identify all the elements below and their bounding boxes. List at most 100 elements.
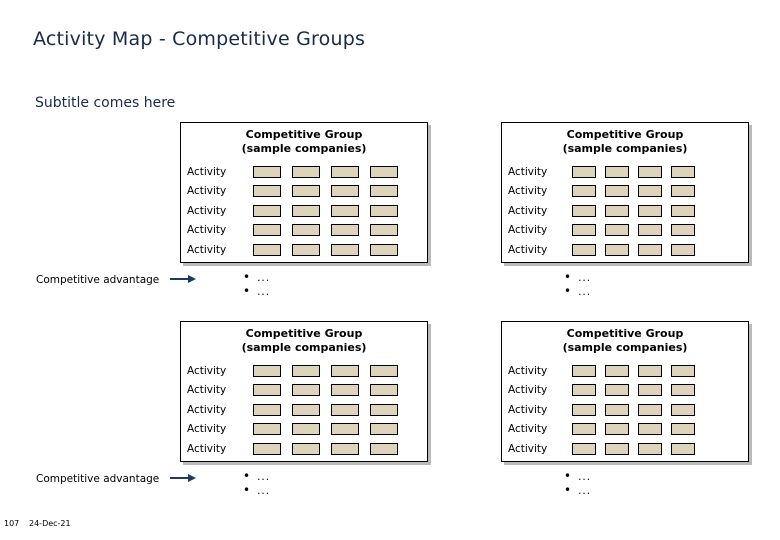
activity-cell[interactable] [638,423,662,436]
activity-label: Activity [187,204,227,217]
activity-cell[interactable] [572,423,596,436]
activity-cell[interactable] [253,442,281,455]
activity-cell[interactable] [671,224,695,237]
activity-cell[interactable] [292,243,320,256]
panel-1-rows: Activity Activity Activity [181,162,427,260]
activity-cell[interactable] [370,442,398,455]
activity-cell[interactable] [605,185,629,198]
activity-cell[interactable] [572,403,596,416]
activity-cell[interactable] [370,423,398,436]
activity-cell[interactable] [605,224,629,237]
page-subtitle: Subtitle comes here [35,95,176,111]
activity-cell[interactable] [671,364,695,377]
activity-cell[interactable] [331,204,359,217]
bullet-dot-icon: • [243,284,251,298]
activity-cell[interactable] [671,442,695,455]
activity-cell[interactable] [331,185,359,198]
activity-cell[interactable] [671,403,695,416]
activity-cell[interactable] [605,442,629,455]
list-item: •... [243,285,270,299]
activity-cell[interactable] [253,364,281,377]
activity-cell[interactable] [331,165,359,178]
activity-row: Activity [502,439,748,459]
activity-cell[interactable] [605,423,629,436]
activity-cell[interactable] [292,423,320,436]
activity-cell[interactable] [671,423,695,436]
activity-cell[interactable] [370,364,398,377]
activity-cell[interactable] [331,243,359,256]
activity-cell[interactable] [370,185,398,198]
activity-cell[interactable] [638,442,662,455]
activity-cell[interactable] [331,403,359,416]
activity-cell[interactable] [253,185,281,198]
competitive-group-panel-4[interactable]: Competitive Group (sample companies) Act… [501,321,749,462]
activity-cell[interactable] [671,384,695,397]
activity-cell[interactable] [253,204,281,217]
activity-cell[interactable] [331,384,359,397]
activity-cell[interactable] [572,442,596,455]
activity-cell[interactable] [572,364,596,377]
activity-cell[interactable] [572,243,596,256]
activity-cell[interactable] [292,403,320,416]
activity-cell[interactable] [370,403,398,416]
activity-cell[interactable] [671,243,695,256]
activity-cell[interactable] [292,442,320,455]
activity-cell[interactable] [253,403,281,416]
activity-cell[interactable] [605,384,629,397]
activity-cell[interactable] [331,224,359,237]
activity-cell[interactable] [253,243,281,256]
activity-cells [253,423,409,436]
activity-cell[interactable] [638,224,662,237]
competitive-group-panel-2[interactable]: Competitive Group (sample companies) Act… [501,122,749,263]
activity-label: Activity [508,384,548,397]
activity-cells [572,185,704,198]
activity-cell[interactable] [253,384,281,397]
activity-cell[interactable] [370,224,398,237]
activity-cell[interactable] [638,364,662,377]
activity-cell[interactable] [572,185,596,198]
activity-cell[interactable] [638,403,662,416]
activity-cell[interactable] [370,165,398,178]
activity-cell[interactable] [331,364,359,377]
activity-cell[interactable] [605,364,629,377]
activity-cell[interactable] [605,403,629,416]
activity-cell[interactable] [572,224,596,237]
activity-cell[interactable] [638,243,662,256]
activity-cell[interactable] [292,364,320,377]
competitive-group-panel-1[interactable]: Competitive Group (sample companies) Act… [180,122,428,263]
activity-cell[interactable] [331,423,359,436]
bullet-text: ... [578,485,592,497]
activity-cell[interactable] [605,243,629,256]
activity-cell[interactable] [331,442,359,455]
activity-cell[interactable] [370,384,398,397]
activity-cell[interactable] [370,204,398,217]
activity-cell[interactable] [253,165,281,178]
activity-cell[interactable] [638,384,662,397]
activity-cell[interactable] [292,384,320,397]
activity-cells [572,423,704,436]
activity-cell[interactable] [292,185,320,198]
activity-cell[interactable] [292,224,320,237]
activity-cell[interactable] [605,204,629,217]
activity-cell[interactable] [370,243,398,256]
activity-cell[interactable] [292,204,320,217]
activity-cell[interactable] [292,165,320,178]
activity-cell[interactable] [671,165,695,178]
activity-cell[interactable] [572,165,596,178]
activity-cell[interactable] [253,224,281,237]
activity-row: Activity [502,240,748,260]
activity-cell[interactable] [572,384,596,397]
competitive-group-panel-3[interactable]: Competitive Group (sample companies) Act… [180,321,428,462]
bullet-text: ... [578,471,592,483]
activity-cell[interactable] [253,423,281,436]
activity-cell[interactable] [671,185,695,198]
activity-cell[interactable] [605,165,629,178]
activity-cell[interactable] [572,204,596,217]
activity-cell[interactable] [671,204,695,217]
activity-cell[interactable] [638,204,662,217]
activity-cell[interactable] [638,165,662,178]
panel-3-header-line1: Competitive Group [245,327,363,340]
panel-2-header-line1: Competitive Group [566,128,684,141]
activity-cell[interactable] [638,185,662,198]
competitive-advantage-arrow-bottom [170,474,198,483]
